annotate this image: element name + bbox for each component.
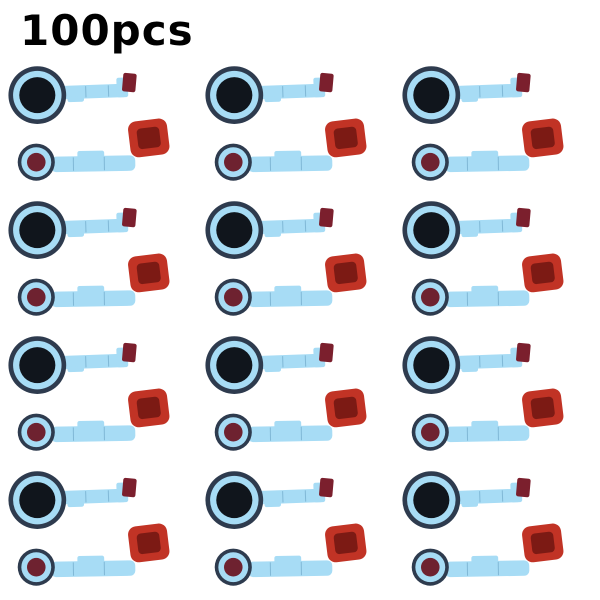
sticker-set-item bbox=[205, 200, 367, 316]
pull-tab-strip-top bbox=[257, 342, 334, 372]
flash-bezel-sticker bbox=[128, 388, 170, 427]
pull-tab-strip-bottom bbox=[444, 420, 530, 442]
lens-gasket-large bbox=[402, 335, 461, 394]
pull-tab-strip-top bbox=[257, 207, 334, 237]
sticker-set-item bbox=[402, 470, 564, 586]
lens-gasket-small bbox=[17, 278, 136, 316]
sticker-set-item bbox=[8, 470, 170, 586]
pull-tab-strip-bottom bbox=[50, 285, 136, 307]
lens-gasket-large bbox=[8, 470, 67, 529]
pull-tab-strip-top bbox=[60, 477, 137, 507]
pull-tab-strip-bottom bbox=[247, 150, 333, 172]
sticker-set-item bbox=[402, 200, 564, 316]
tab-end-sticker bbox=[319, 342, 334, 362]
tab-end-sticker bbox=[516, 477, 531, 497]
lens-gasket-small bbox=[214, 548, 333, 586]
pull-tab-strip-bottom bbox=[50, 420, 136, 442]
pull-tab-strip-bottom bbox=[444, 555, 530, 577]
pull-tab-strip-bottom bbox=[247, 555, 333, 577]
lens-gasket-small bbox=[214, 413, 333, 451]
lens-gasket-small bbox=[17, 413, 136, 451]
lens-gasket-large bbox=[402, 65, 461, 124]
tab-end-sticker bbox=[122, 477, 137, 497]
flash-bezel-sticker bbox=[128, 253, 170, 292]
lens-gasket-small bbox=[214, 143, 333, 181]
pull-tab-strip-top bbox=[454, 477, 531, 507]
lens-gasket-large bbox=[8, 200, 67, 259]
pull-tab-strip-bottom bbox=[444, 150, 530, 172]
flash-bezel-sticker bbox=[522, 253, 564, 292]
pull-tab-strip-top bbox=[454, 342, 531, 372]
sticker-set-item bbox=[8, 65, 170, 181]
lens-gasket-small bbox=[411, 413, 530, 451]
flash-bezel-sticker bbox=[325, 388, 367, 427]
tab-end-sticker bbox=[516, 72, 531, 92]
lens-gasket-large bbox=[205, 200, 264, 259]
lens-gasket-large bbox=[205, 65, 264, 124]
tab-end-sticker bbox=[122, 207, 137, 227]
quantity-label: 100pcs bbox=[20, 6, 194, 55]
lens-gasket-small bbox=[411, 143, 530, 181]
tab-end-sticker bbox=[319, 477, 334, 497]
tab-end-sticker bbox=[516, 207, 531, 227]
sticker-set-item bbox=[402, 65, 564, 181]
pull-tab-strip-top bbox=[257, 477, 334, 507]
sticker-set-item bbox=[205, 335, 367, 451]
flash-bezel-sticker bbox=[325, 523, 367, 562]
pull-tab-strip-bottom bbox=[444, 285, 530, 307]
sticker-set-item bbox=[8, 200, 170, 316]
sticker-set-item bbox=[205, 65, 367, 181]
lens-gasket-large bbox=[402, 200, 461, 259]
pull-tab-strip-top bbox=[60, 342, 137, 372]
lens-gasket-small bbox=[17, 143, 136, 181]
lens-gasket-large bbox=[402, 470, 461, 529]
flash-bezel-sticker bbox=[128, 523, 170, 562]
sticker-set-item bbox=[205, 470, 367, 586]
lens-gasket-large bbox=[205, 470, 264, 529]
lens-gasket-small bbox=[17, 548, 136, 586]
product-grid bbox=[4, 56, 596, 596]
sticker-set-item bbox=[402, 335, 564, 451]
flash-bezel-sticker bbox=[128, 118, 170, 157]
sticker-set-item bbox=[8, 335, 170, 451]
flash-bezel-sticker bbox=[522, 523, 564, 562]
tab-end-sticker bbox=[122, 72, 137, 92]
flash-bezel-sticker bbox=[325, 253, 367, 292]
lens-gasket-large bbox=[8, 335, 67, 394]
pull-tab-strip-top bbox=[454, 207, 531, 237]
pull-tab-strip-top bbox=[257, 72, 334, 102]
pull-tab-strip-top bbox=[454, 72, 531, 102]
lens-gasket-large bbox=[8, 65, 67, 124]
tab-end-sticker bbox=[516, 342, 531, 362]
tab-end-sticker bbox=[319, 207, 334, 227]
flash-bezel-sticker bbox=[522, 118, 564, 157]
lens-gasket-small bbox=[411, 278, 530, 316]
tab-end-sticker bbox=[122, 342, 137, 362]
lens-gasket-large bbox=[205, 335, 264, 394]
pull-tab-strip-bottom bbox=[50, 555, 136, 577]
pull-tab-strip-bottom bbox=[247, 420, 333, 442]
pull-tab-strip-bottom bbox=[50, 150, 136, 172]
lens-gasket-small bbox=[411, 548, 530, 586]
flash-bezel-sticker bbox=[522, 388, 564, 427]
pull-tab-strip-bottom bbox=[247, 285, 333, 307]
pull-tab-strip-top bbox=[60, 72, 137, 102]
lens-gasket-small bbox=[214, 278, 333, 316]
tab-end-sticker bbox=[319, 72, 334, 92]
flash-bezel-sticker bbox=[325, 118, 367, 157]
pull-tab-strip-top bbox=[60, 207, 137, 237]
